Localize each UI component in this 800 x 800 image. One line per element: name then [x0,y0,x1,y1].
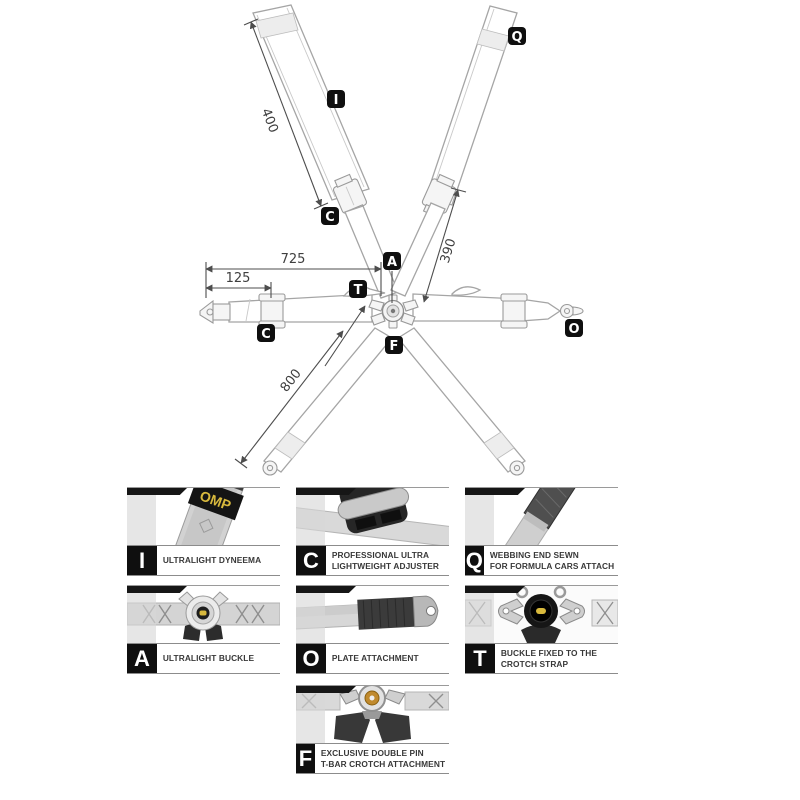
legend-label-a: ULTRALIGHT BUCKLE [162,653,255,664]
photo-top-banner [127,488,187,495]
legend-label-i: ULTRALIGHT DYNEEMA [162,555,262,566]
shoulder-strap-right-lower [390,202,446,297]
dimension-125: 125 [205,271,272,298]
dimension-725: 725 [205,252,382,298]
photo-tbar-crotch [296,685,449,743]
badge-c-shoulder: C [321,207,339,225]
svg-text:I: I [334,93,339,108]
legend-letter-c: C [296,546,326,575]
dim-125-label: 125 [226,271,251,286]
photo-left-strip [296,586,325,643]
legend-letter-f: F [296,744,315,773]
legend-grid: OMP I ULTRALIGHT DYNEEMA [127,487,622,787]
legend-letter-o: O [296,644,326,673]
crotch-strap-right [397,327,526,476]
legend-cell-buckle: A ULTRALIGHT BUCKLE [127,585,280,674]
legend-bar: O PLATE ATTACHMENT [296,643,449,674]
badge-o: O [565,319,583,337]
legend-label-o: PLATE ATTACHMENT [331,653,419,664]
photo-left-strip [465,488,494,545]
photo-dyneema-strap: OMP [127,487,280,545]
photo-top-banner [296,686,356,693]
lap-belt-end-right [559,303,584,319]
shoulder-strap-right [425,5,518,206]
photo-left-strip [127,586,156,643]
shoulder-strap-left [252,4,370,201]
dim-390-label: 390 [438,237,460,265]
lap-adjuster-left [258,293,286,329]
crotch-strap-left [262,327,393,476]
svg-text:O: O [568,322,579,337]
dim-400-label: 400 [258,106,281,135]
badge-a: A [383,252,401,270]
svg-text:F: F [390,339,399,354]
svg-text:A: A [387,255,397,270]
photo-top-banner [296,586,356,593]
photo-top-banner [465,488,525,495]
legend-letter-t: T [465,644,495,673]
dim-725-label: 725 [281,252,306,267]
photo-left-strip [296,686,325,743]
photo-left-strip [296,488,325,545]
svg-text:T: T [354,283,363,298]
badge-i: I [327,90,345,108]
badge-f: F [385,336,403,354]
legend-letter-q: Q [465,546,484,575]
legend-cell-dyneema: OMP I ULTRALIGHT DYNEEMA [127,487,280,576]
badge-t: T [349,280,367,298]
legend-letter-i: I [127,546,157,575]
svg-text:C: C [325,210,335,225]
photo-webbing-end [465,487,618,545]
photo-plate-attachment [296,585,449,643]
photo-top-banner [296,488,356,495]
harness-diagram: 400 725 125 390 800 [199,4,584,476]
lap-adjuster-right [500,293,528,329]
legend-cell-plate: O PLATE ATTACHMENT [296,585,449,674]
center-buckle [368,294,419,329]
badge-q: Q [508,27,526,45]
svg-text:Q: Q [511,30,522,45]
badge-c-lap: C [257,324,275,342]
photo-buckle [127,585,280,643]
photo-left-strip [127,488,156,545]
photo-top-banner [465,586,525,593]
legend-bar: A ULTRALIGHT BUCKLE [127,643,280,674]
legend-letter-a: A [127,644,157,673]
dim-800-label: 800 [278,366,305,395]
pointer-lines [324,271,393,367]
photo-adjuster [296,487,449,545]
photo-top-banner [127,586,187,593]
photo-left-strip [465,586,494,643]
svg-text:C: C [261,327,271,342]
photo-buckle-rear [465,585,618,643]
dimension-390: 390 [422,187,467,303]
lap-belt-end-left [199,299,231,324]
legend-bar: I ULTRALIGHT DYNEEMA [127,545,280,576]
